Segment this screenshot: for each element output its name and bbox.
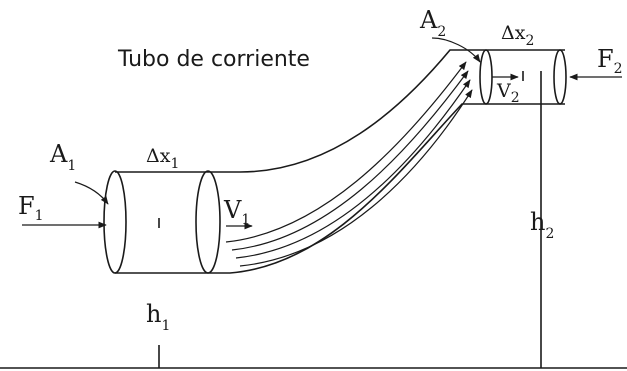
label-dx1: Δx1 [146,145,179,172]
label-f2: F2 [597,45,623,77]
streamline [239,89,473,267]
cross-section-2-left [479,49,493,105]
streamline [225,61,467,243]
label-v1: V1 [223,196,250,228]
label-f1: F1 [18,192,44,224]
label-a1: A1 [49,140,76,174]
area-2-pointer [431,37,481,63]
streamline [231,70,469,251]
label-dx2: Δx2 [501,22,534,49]
tube-top-wall [115,49,565,173]
label-h1: h1 [146,300,170,334]
label-v2: V2 [496,80,520,106]
cross-section-1-right [195,170,221,274]
title: Tubo de corriente [117,47,310,72]
label-a2: A2 [419,6,446,40]
cross-section-1-left [103,170,127,274]
cross-section-2-right [553,49,567,105]
area-1-pointer [74,181,109,205]
label-h2: h2 [530,208,554,242]
streamline [235,79,471,259]
tube-bottom-wall [115,103,565,274]
